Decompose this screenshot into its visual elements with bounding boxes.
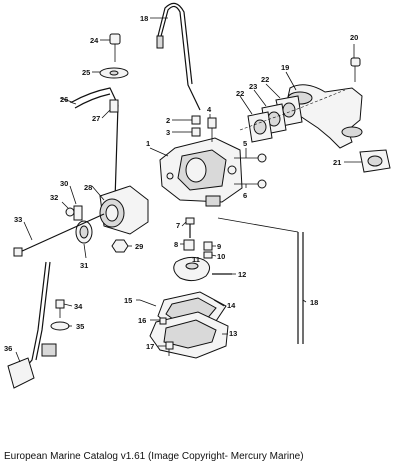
washer-32: [65, 207, 75, 217]
float-11: [173, 256, 210, 282]
callout-20: 20: [350, 33, 358, 42]
callout-10: 10: [217, 252, 225, 261]
link-rod: [59, 87, 119, 201]
callout-7: 7: [176, 221, 180, 230]
screw-16: [159, 317, 167, 325]
callout-31: 31: [80, 261, 88, 270]
screw-24: [109, 33, 121, 62]
gasket-31: [75, 220, 93, 244]
callout-24: 24: [90, 36, 99, 45]
vent-hose: [156, 2, 201, 111]
gasket-22-left: [247, 111, 273, 143]
callout-34: 34: [74, 302, 83, 311]
choke-knob-36: [7, 343, 57, 389]
screw-15: [139, 299, 157, 307]
screw-3: [178, 127, 201, 137]
callout-9: 9: [217, 242, 221, 251]
gasket-21: [359, 149, 391, 173]
copyright-caption: European Marine Catalog v1.61 (Image Cop…: [4, 451, 304, 462]
callout-6: 6: [243, 191, 247, 200]
callout-2: 2: [166, 116, 170, 125]
callout-25: 25: [82, 68, 90, 77]
pin-10: [203, 251, 213, 259]
screw-34: [55, 299, 65, 318]
jet-8: [183, 239, 195, 251]
callout-19: 19: [281, 63, 289, 72]
clip-25: [99, 67, 129, 79]
bolt-20: [350, 57, 361, 82]
nut-29: [111, 239, 129, 253]
callout-12: 12: [238, 270, 246, 279]
callout-4: 4: [207, 105, 212, 114]
needle-7: [185, 217, 195, 238]
callout-14: 14: [227, 301, 236, 310]
callout-30: 30: [60, 179, 68, 188]
carburetor: [159, 137, 243, 207]
screw-5: [234, 153, 267, 163]
drain-rod-18: [217, 217, 304, 344]
callout-15: 15: [124, 296, 132, 305]
callout-8: 8: [174, 240, 178, 249]
callout-28: 28: [84, 183, 92, 192]
spacer-27: [109, 99, 119, 113]
callout-17: 17: [146, 342, 154, 351]
callout-29: 29: [135, 242, 143, 251]
callout-22-right: 22: [261, 75, 269, 84]
callout-35: 35: [76, 322, 84, 331]
valve-9: [203, 241, 213, 251]
clip-35: [50, 321, 70, 331]
callout-5: 5: [243, 139, 247, 148]
screw-6: [234, 179, 267, 189]
screw-4: [207, 117, 217, 142]
callout-18-bottom: 18: [310, 298, 318, 307]
callout-23: 23: [249, 82, 257, 91]
callout-labels: 1 2 3 4 5 6 7 8 9 10 11 12 13 14 15 16 1…: [4, 14, 358, 353]
callout-11: 11: [192, 255, 200, 264]
callout-13: 13: [229, 329, 237, 338]
callout-22-left: 22: [236, 89, 244, 98]
callout-26: 26: [60, 95, 68, 104]
callout-32: 32: [50, 193, 58, 202]
screw-17: [165, 341, 174, 356]
leader-lines: [15, 17, 362, 363]
callout-36: 36: [4, 344, 12, 353]
callout-33: 33: [14, 215, 22, 224]
callout-3: 3: [166, 128, 170, 137]
long-bolt-33: [13, 213, 105, 257]
callout-1: 1: [146, 139, 150, 148]
callout-18-top: 18: [140, 14, 148, 23]
screw-2: [178, 115, 201, 125]
callout-27: 27: [92, 114, 100, 123]
intake-adaptor-28: [99, 185, 149, 235]
callout-21: 21: [333, 158, 341, 167]
callout-16: 16: [138, 316, 146, 325]
bushing-30: [73, 205, 83, 221]
